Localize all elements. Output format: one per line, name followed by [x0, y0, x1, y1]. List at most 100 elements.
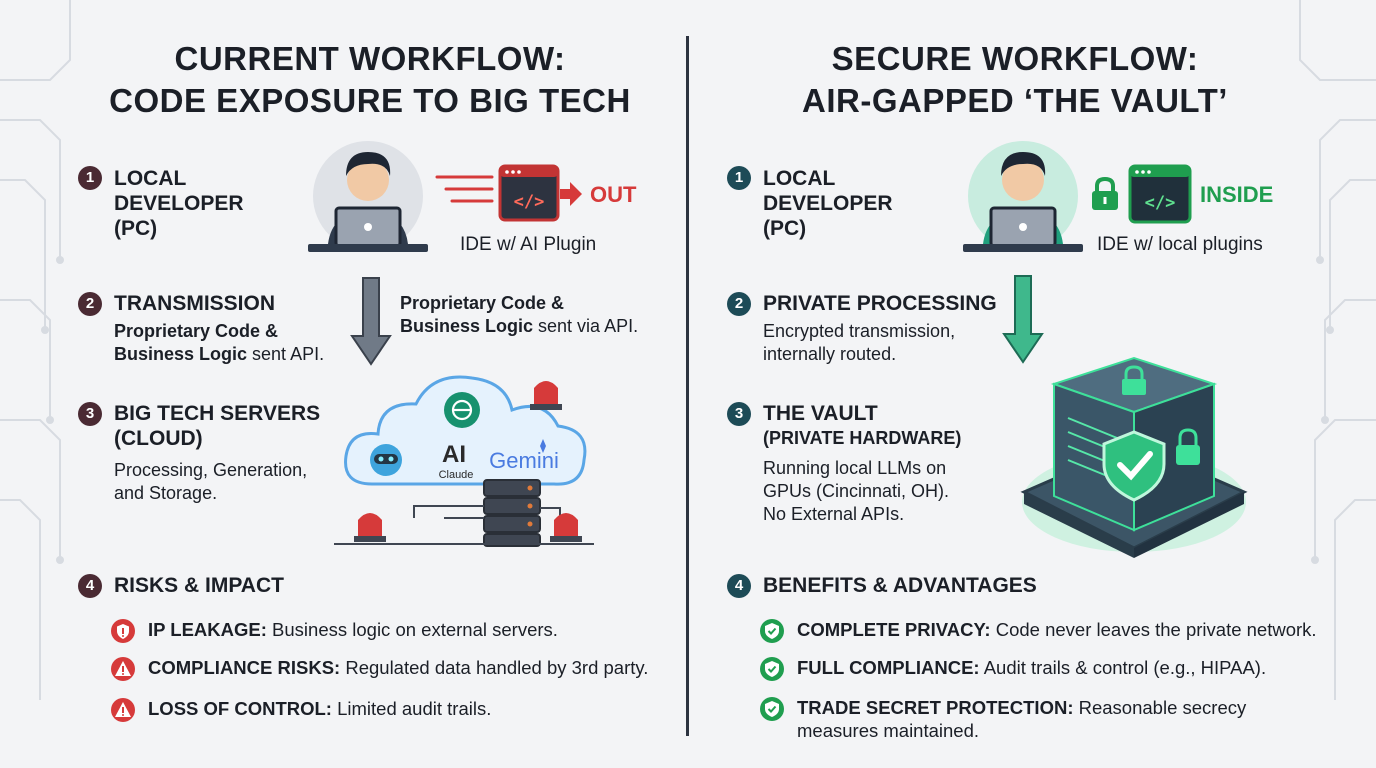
side-lock-icon [1176, 428, 1200, 465]
left-title-line1: CURRENT WORKFLOW: [174, 40, 566, 77]
inside-tag: INSIDE [1200, 182, 1274, 207]
benefit-item-text: TRADE SECRET PROTECTION: Reasonable secr… [797, 696, 1297, 742]
right-step-1-heading-line: DEVELOPER [763, 192, 893, 215]
left-step-2-body-rest: sent API. [247, 344, 325, 364]
right-step-3-heading: THE VAULT (PRIVATE HARDWARE) [763, 401, 961, 451]
left-step-1-number: 1 [78, 166, 102, 190]
right-step-1-number: 1 [727, 166, 751, 190]
down-arrow-icon [350, 277, 392, 366]
left-title: CURRENT WORKFLOW: CODE EXPOSURE TO BIG T… [60, 38, 680, 122]
right-ide-label: IDE w/ local plugins [1097, 234, 1263, 255]
check-shield-icon [760, 619, 784, 643]
gemini-logo-text: Gemini [489, 448, 559, 473]
right-step-3-body-line: GPUs (Cincinnati, OH). [763, 481, 950, 501]
risk-item-desc: Business logic on external servers. [266, 619, 558, 640]
risk-item-text: IP LEAKAGE: Business logic on external s… [148, 618, 558, 641]
left-step-4-number: 4 [78, 574, 102, 598]
right-step-2-number: 2 [727, 292, 751, 316]
risk-item: COMPLIANCE RISKS: Regulated data handled… [110, 656, 648, 682]
right-step-2-heading: PRIVATE PROCESSING [763, 292, 997, 315]
left-step-4-heading: RISKS & IMPACT [114, 574, 284, 597]
benefit-item-label: FULL COMPLIANCE: [797, 657, 980, 678]
siren-icon [530, 381, 562, 410]
svg-text:</>: </> [514, 192, 545, 212]
left-step-3-body-line: Processing, Generation, [114, 460, 308, 480]
right-step-4-number: 4 [727, 574, 751, 598]
benefit-item-desc: Reasonable secrecy measures maintained. [797, 697, 1247, 741]
left-step-1-heading: LOCAL DEVELOPER (PC) [114, 166, 244, 241]
left-step-3-heading-line: (CLOUD) [114, 427, 203, 450]
arrow-caption-line2: Business Logic sent via API. [400, 315, 638, 338]
left-step-1-heading-line: LOCAL [114, 167, 187, 190]
shield-alert-icon [111, 619, 135, 643]
risk-item-desc: Regulated data handled by 3rd party. [340, 657, 649, 678]
risk-item-label: COMPLIANCE RISKS: [148, 657, 341, 678]
developer-laptop-icon [963, 141, 1083, 252]
right-step-2-body: Encrypted transmission, internally route… [763, 320, 955, 366]
left-ide-label: IDE w/ AI Plugin [460, 234, 597, 255]
left-step-1-heading-line: DEVELOPER [114, 192, 244, 215]
risk-item-desc: Limited audit trails. [331, 698, 492, 719]
risk-item-label: LOSS OF CONTROL: [148, 698, 332, 719]
right-step-2-body-line: internally routed. [763, 344, 897, 364]
left-step-2-body-line: Proprietary Code & [114, 321, 279, 341]
left-title-line2: CODE EXPOSURE TO BIG TECH [109, 82, 631, 119]
ide-code-window-icon: </> [1128, 164, 1192, 224]
benefit-item-desc: Audit trails & control (e.g., HIPAA). [979, 657, 1267, 678]
check-shield-icon [760, 697, 784, 721]
down-arrow-icon [1002, 275, 1044, 364]
outgoing-speed-lines-icon [435, 175, 494, 203]
benefit-item-desc: Code never leaves the private network. [990, 619, 1317, 640]
left-step-3-number: 3 [78, 402, 102, 426]
arrow-right-icon [560, 182, 582, 206]
left-step-2-body-line: Business Logic sent API. [114, 343, 324, 366]
benefit-item: FULL COMPLIANCE: Audit trails & control … [759, 656, 1266, 682]
right-step-1-heading-line: LOCAL [763, 167, 836, 190]
right-step-3-body-line: Running local LLMs on [763, 458, 947, 478]
left-step-3-body: Processing, Generation, and Storage. [114, 459, 307, 505]
benefit-item-text: COMPLETE PRIVACY: Code never leaves the … [797, 618, 1317, 641]
siren-icon [550, 513, 582, 542]
right-step-2-body-line: Encrypted transmission, [763, 321, 956, 341]
svg-text:AI: AI [442, 441, 466, 468]
check-shield-icon [760, 657, 784, 681]
left-step-2-heading: TRANSMISSION [114, 292, 276, 315]
right-step-3-body-line: No External APIs. [763, 504, 905, 524]
cloud-servers-illustration: AI Claude Gemini [334, 375, 594, 547]
arrow-caption-line1: Proprietary Code & [400, 293, 565, 313]
right-step-1-heading: LOCAL DEVELOPER (PC) [763, 166, 893, 241]
warning-icon [111, 657, 135, 681]
risk-item-text: LOSS OF CONTROL: Limited audit trails. [148, 697, 491, 720]
risk-item: IP LEAKAGE: Business logic on external s… [110, 618, 558, 644]
left-step-3-heading: BIG TECH SERVERS (CLOUD) [114, 401, 320, 451]
out-tag: OUT [590, 182, 637, 207]
left-step-3-heading-line: BIG TECH SERVERS [114, 402, 321, 425]
lock-top-icon [1122, 365, 1146, 395]
left-step-3-body-line: and Storage. [114, 483, 218, 503]
left-step-2-body-bold: Business Logic [114, 344, 248, 364]
right-step-1-heading-line: (PC) [763, 217, 807, 240]
right-step-3-heading-line: THE VAULT [763, 402, 878, 425]
benefit-item-label: TRADE SECRET PROTECTION: [797, 697, 1074, 718]
center-divider [686, 36, 689, 736]
arrow-caption-bold: Business Logic [400, 316, 534, 336]
left-step-2-body: Proprietary Code & Business Logic sent A… [114, 320, 324, 366]
security-shield-icon [1102, 430, 1166, 502]
benefit-item-text: FULL COMPLIANCE: Audit trails & control … [797, 656, 1266, 679]
risk-item: LOSS OF CONTROL: Limited audit trails. [110, 697, 491, 723]
arrow-caption: Proprietary Code & Business Logic sent v… [400, 292, 638, 338]
risk-item-label: IP LEAKAGE: [148, 619, 267, 640]
padlock-icon [1092, 176, 1118, 210]
svg-text:</>: </> [1145, 193, 1176, 213]
benefit-item: TRADE SECRET PROTECTION: Reasonable secr… [759, 696, 1297, 742]
benefit-item: COMPLETE PRIVACY: Code never leaves the … [759, 618, 1317, 644]
arrow-caption-rest: sent via API. [533, 316, 639, 336]
claude-logo-text: Claude [439, 469, 474, 481]
vault-server-illustration [1020, 356, 1248, 558]
right-step-3-number: 3 [727, 402, 751, 426]
siren-icon [354, 513, 386, 542]
right-step-3-heading-line: (PRIVATE HARDWARE) [763, 428, 962, 448]
right-step-4-heading: BENEFITS & ADVANTAGES [763, 574, 1037, 597]
left-step-1-heading-line: (PC) [114, 217, 158, 240]
ide-code-window-icon: </> [498, 164, 560, 222]
